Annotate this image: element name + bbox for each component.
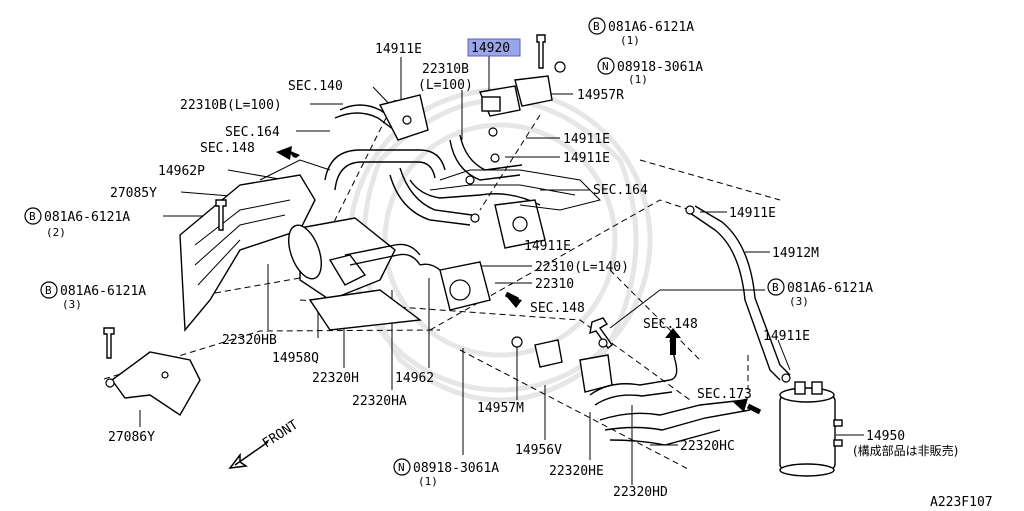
label-bolt-3-right: 081A6-6121A: [787, 281, 873, 296]
sec148-arrow-left-icon: [276, 146, 292, 160]
label-22310-l140: 22310(L=140): [535, 260, 629, 275]
label-22320hb: 22320HB: [222, 333, 277, 348]
label-14911e-top: 14911E: [375, 42, 422, 57]
svg-text:B: B: [593, 20, 600, 33]
label-14957r: 14957R: [577, 88, 624, 103]
circled-markers: B N B B B N: [24, 17, 785, 476]
figure-code: A223F107: [930, 495, 993, 510]
hose-14912m: [685, 205, 791, 383]
label-14911e-c: 14911E: [563, 151, 610, 166]
label-14957m: 14957M: [477, 401, 524, 416]
highlight-14920: [467, 38, 521, 57]
label-14911e-f: 14911E: [763, 329, 810, 344]
label-22310b-length: (L=100): [418, 78, 473, 93]
label-bolt-3-left: 081A6-6121A: [60, 284, 146, 299]
label-22310b-l100: 22310B(L=100): [180, 98, 282, 113]
label-sec164-left: SEC.164: [225, 125, 280, 140]
label-sec140: SEC.140: [288, 79, 343, 94]
label-27086y: 27086Y: [108, 430, 155, 445]
hoses-lower: [589, 339, 751, 446]
label-14911e-d: 14911E: [524, 239, 571, 254]
label-14911e-b: 14911E: [563, 132, 610, 147]
label-sec164-right: SEC.164: [593, 183, 648, 198]
canister-14950: [779, 381, 843, 477]
label-sec148-left: SEC.148: [200, 141, 255, 156]
svg-text:B: B: [45, 284, 52, 297]
label-27085y: 27085Y: [110, 186, 157, 201]
label-sec173: SEC.173: [697, 387, 752, 402]
part-labels: 14920 14911E 22310B (L=100) SEC.140 2231…: [44, 20, 993, 510]
engine-intake-assembly: [179, 159, 422, 332]
label-22320hd: 22320HD: [613, 485, 668, 500]
label-nut-bottom-qty: (1): [418, 475, 438, 488]
label-14911e-e: 14911E: [729, 206, 776, 221]
svg-text:N: N: [602, 60, 609, 73]
front-arrow-icon: [228, 452, 249, 469]
label-bolt-2: 081A6-6121A: [44, 210, 130, 225]
intake-bracket: [429, 169, 601, 249]
vacuum-valve-22310: [419, 261, 491, 311]
svg-text:B: B: [29, 210, 36, 223]
label-22320hc: 22320HC: [680, 439, 735, 454]
label-nut-top-qty: (1): [628, 73, 648, 86]
label-14920: 14920: [471, 41, 510, 56]
label-bolt-3-left-qty: (3): [62, 298, 82, 311]
bracket-27086y: [105, 351, 201, 416]
sec173-arrow-icon: [733, 398, 748, 412]
label-bolt-3-right-qty: (3): [789, 295, 809, 308]
label-22310: 22310: [535, 277, 574, 292]
label-nut-bottom: 08918-3061A: [413, 461, 499, 476]
label-sec148-mid: SEC.148: [530, 301, 585, 316]
label-14912m: 14912M: [772, 246, 819, 261]
label-14950: 14950: [866, 429, 905, 444]
label-bolt-2-qty: (2): [46, 226, 66, 239]
label-22320he: 22320HE: [549, 464, 604, 479]
label-22320ha: 22320HA: [352, 394, 407, 409]
label-nut-top: 08918-3061A: [617, 60, 703, 75]
label-14950-note: (構成部品は非販売): [853, 443, 958, 458]
label-22320h: 22320H: [312, 371, 359, 386]
arrows: [228, 146, 762, 469]
bracket-14957m: [511, 336, 613, 393]
sec148-arrow-up-icon: [665, 328, 681, 338]
label-front: FRONT: [260, 417, 301, 451]
label-14962: 14962: [395, 371, 434, 386]
hoses-upper: [324, 75, 553, 266]
bolts: [103, 34, 613, 359]
label-sec148-right: SEC.148: [643, 317, 698, 332]
label-14956v: 14956V: [515, 443, 562, 458]
label-14958q: 14958Q: [272, 351, 319, 366]
label-22310b: 22310B: [422, 62, 469, 77]
svg-text:N: N: [398, 461, 405, 474]
label-14962p: 14962P: [158, 164, 205, 179]
svg-text:B: B: [772, 281, 779, 294]
label-bolt-top-qty: (1): [620, 34, 640, 47]
label-bolt-top: 081A6-6121A: [608, 20, 694, 35]
leader-lines: [139, 55, 864, 485]
